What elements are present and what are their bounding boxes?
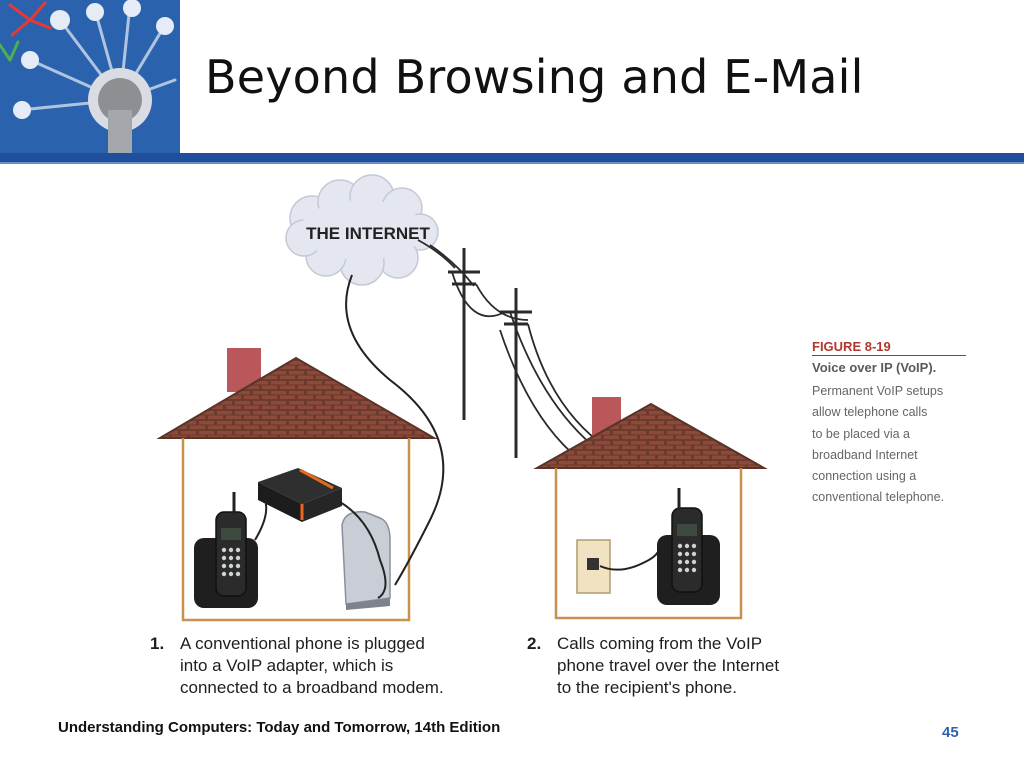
- step-text-line: A conventional phone is plugged: [180, 634, 425, 653]
- step-text-line: Calls coming from the VoIP: [557, 634, 763, 653]
- step-number: 2.: [527, 634, 542, 653]
- dandelion-logo-icon: [0, 0, 180, 155]
- cordless-phone-1-icon: [194, 492, 258, 608]
- telephone-poles-icon: [448, 248, 532, 458]
- roof-1: [156, 356, 438, 439]
- house-1-wall: [181, 438, 411, 622]
- page-number: 45: [942, 724, 959, 741]
- header-divider: [0, 153, 1024, 162]
- step-text-line: phone travel over the Internet: [557, 656, 780, 675]
- step-text-line: connected to a broadband modem.: [180, 678, 444, 697]
- figure-caption: Permanent VoIP setups allow telephone ca…: [812, 381, 982, 509]
- step-text-line: into a VoIP adapter, which is: [180, 656, 394, 675]
- wall-jack-icon: [576, 539, 611, 594]
- broadband-modem-icon: [341, 511, 391, 610]
- voip-illustration: THE INTERNET: [156, 174, 768, 622]
- cloud-label: THE INTERNET: [306, 224, 430, 243]
- caption-line: connection using a: [812, 469, 917, 484]
- figure-title: Voice over IP (VoIP).: [812, 360, 937, 375]
- internet-cloud-icon: [285, 174, 439, 286]
- slide-title: Beyond Browsing and E-Mail: [205, 50, 864, 104]
- caption-line: Permanent VoIP setups: [812, 384, 944, 398]
- internet-cable: [345, 274, 445, 586]
- step-number: 1.: [150, 634, 165, 653]
- caption-line: broadband Internet: [812, 447, 918, 462]
- cordless-phone-2-icon: [657, 488, 720, 605]
- header-divider-accent: [0, 162, 1024, 164]
- step-text-line: to the recipient's phone.: [557, 678, 737, 697]
- logo: [0, 0, 180, 155]
- figure-number: FIGURE 8-19: [812, 339, 966, 356]
- voip-adapter-icon: [258, 468, 342, 522]
- caption-line: allow telephone calls: [812, 405, 928, 420]
- caption-line: conventional telephone.: [812, 490, 945, 505]
- footer-text: Understanding Computers: Today and Tomor…: [58, 719, 501, 736]
- caption-line: to be placed via a: [812, 426, 910, 441]
- house-1: [156, 348, 438, 622]
- phone-lines: [417, 239, 611, 461]
- house-2: [533, 397, 768, 620]
- roof-2: [533, 402, 768, 469]
- house-2-wall: [554, 468, 743, 620]
